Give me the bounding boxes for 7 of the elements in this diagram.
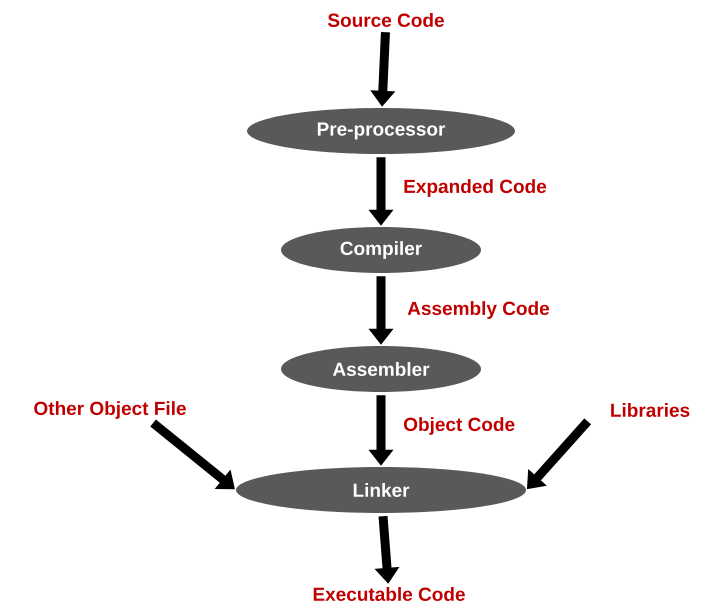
edge-label: Expanded Code [404,179,546,197]
edge-label: Assembly Code [408,301,550,319]
edge-label: Object Code [404,417,514,435]
flow-label: Libraries [611,403,690,417]
flow-label: Source Code [328,13,444,27]
flow-label: Other Object File [34,401,186,419]
flow-label: Executable Code [314,587,465,601]
